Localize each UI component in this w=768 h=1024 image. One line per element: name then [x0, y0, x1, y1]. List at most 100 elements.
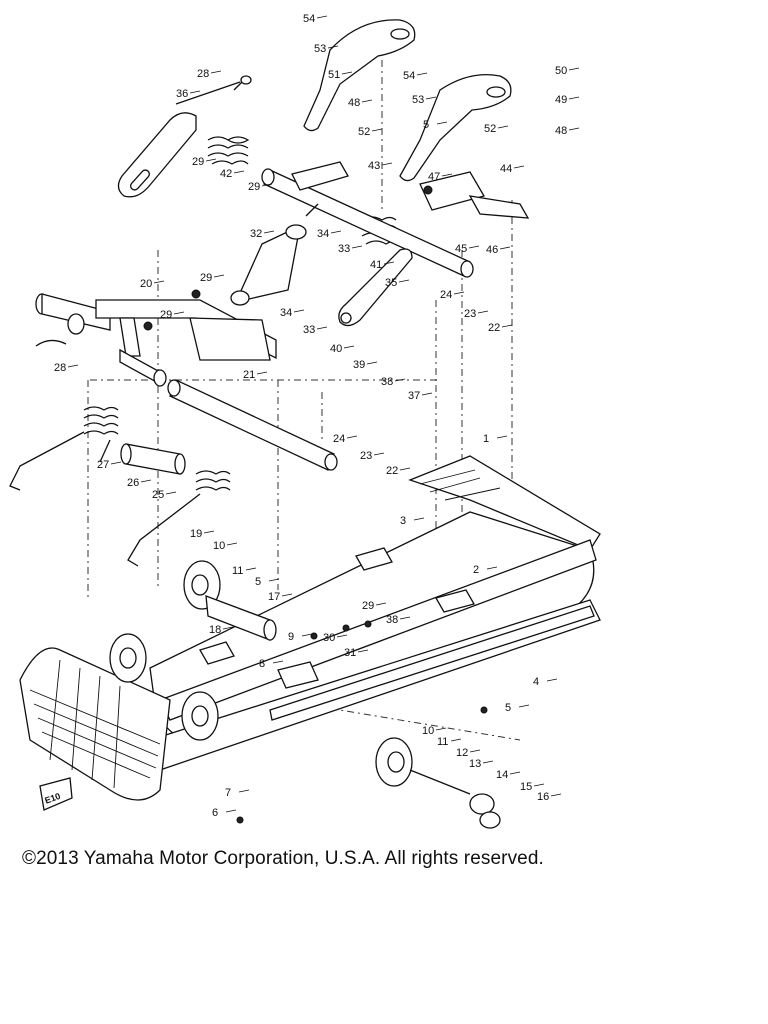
callout-39: 39	[353, 359, 365, 371]
callout-48: 48	[555, 125, 567, 137]
callout-leader	[346, 435, 358, 439]
callout-5: 5	[423, 119, 429, 131]
callout-9: 9	[288, 631, 294, 643]
callout-leader	[336, 634, 348, 638]
parts-diagram: E10 545351485254535049552482836294229434…	[9, 13, 601, 829]
rear-arm-left	[303, 19, 416, 132]
callout-41: 41	[370, 259, 382, 271]
callout-30: 30	[323, 632, 335, 644]
callout-leader	[550, 793, 562, 797]
callout-22: 22	[386, 465, 398, 477]
callout-leader	[568, 127, 580, 131]
callout-31: 31	[344, 647, 356, 659]
callout-52: 52	[358, 126, 370, 138]
callout-leader	[371, 128, 383, 132]
callout-leader	[394, 378, 406, 382]
callout-1: 1	[483, 433, 489, 445]
callout-22: 22	[488, 322, 500, 334]
callout-27: 27	[97, 459, 109, 471]
idler-wheels	[109, 560, 501, 829]
callout-leader	[110, 461, 122, 465]
callout-leader	[366, 361, 378, 365]
callout-38: 38	[381, 376, 393, 388]
callout-leader	[497, 125, 509, 129]
callout-leader	[496, 435, 508, 439]
callout-40: 40	[330, 343, 342, 355]
callout-48: 48	[348, 97, 360, 109]
callout-47: 47	[428, 171, 440, 183]
callout-leader	[210, 70, 222, 74]
callout-leader	[281, 593, 293, 597]
callout-leader	[272, 660, 284, 664]
callout-leader	[173, 311, 185, 315]
callout-leader	[233, 170, 245, 174]
callout-29: 29	[248, 181, 260, 193]
callout-21: 21	[243, 369, 255, 381]
callout-leader	[509, 771, 521, 775]
callout-leader	[435, 727, 447, 731]
callout-leader	[222, 626, 234, 630]
callout-leader	[203, 530, 215, 534]
callout-leader	[468, 245, 480, 249]
callout-leader	[316, 15, 328, 19]
callout-54: 54	[403, 70, 415, 82]
callout-leader	[416, 72, 428, 76]
callout-leader	[477, 310, 489, 314]
link-arm	[338, 248, 413, 327]
callout-leader	[399, 616, 411, 620]
callout-leader	[373, 452, 385, 456]
callout-leader	[343, 345, 355, 349]
callout-leader	[205, 158, 217, 162]
callout-2: 2	[473, 564, 479, 576]
callout-leader	[67, 364, 79, 368]
callout-49: 49	[555, 94, 567, 106]
callout-32: 32	[250, 228, 262, 240]
front-frame	[35, 289, 338, 471]
callout-54: 54	[303, 13, 315, 25]
slide-rail-assembly	[19, 455, 601, 801]
callout-leader	[383, 261, 395, 265]
upper-shaft	[261, 161, 530, 278]
callout-leader	[153, 280, 165, 284]
callout-leader	[501, 324, 513, 328]
callout-leader	[533, 783, 545, 787]
e10-stamp: E10	[39, 777, 73, 811]
copyright-notice: ©2013 Yamaha Motor Corporation, U.S.A. A…	[22, 848, 544, 869]
callout-46: 46	[486, 244, 498, 256]
callout-leader	[486, 566, 498, 570]
callout-44: 44	[500, 163, 512, 175]
callout-6: 6	[212, 807, 218, 819]
callout-leader	[226, 542, 238, 546]
callout-53: 53	[412, 94, 424, 106]
callout-42: 42	[220, 168, 232, 180]
callout-38: 38	[386, 614, 398, 626]
callout-5: 5	[505, 702, 511, 714]
callout-28: 28	[54, 362, 66, 374]
callout-18: 18	[209, 624, 221, 636]
callout-33: 33	[338, 243, 350, 255]
shock-absorber	[230, 203, 319, 306]
callout-50: 50	[555, 65, 567, 77]
callout-leader	[316, 326, 328, 330]
callout-20: 20	[140, 278, 152, 290]
callout-19: 19	[190, 528, 202, 540]
callout-leader	[268, 578, 280, 582]
callout-3: 3	[400, 515, 406, 527]
callout-16: 16	[537, 791, 549, 803]
callout-12: 12	[456, 747, 468, 759]
callout-leader	[341, 71, 353, 75]
callout-leader	[245, 567, 257, 571]
callout-10: 10	[213, 540, 225, 552]
callout-24: 24	[333, 433, 345, 445]
callout-13: 13	[469, 758, 481, 770]
callout-leader	[381, 162, 393, 166]
callout-29: 29	[192, 156, 204, 168]
callout-33: 33	[303, 324, 315, 336]
callout-leader	[261, 183, 273, 187]
callout-leader	[436, 121, 448, 125]
callout-8: 8	[259, 658, 265, 670]
callout-52: 52	[484, 123, 496, 135]
callout-leader	[513, 165, 525, 169]
callout-5: 5	[255, 576, 261, 588]
callout-leader	[518, 704, 530, 708]
